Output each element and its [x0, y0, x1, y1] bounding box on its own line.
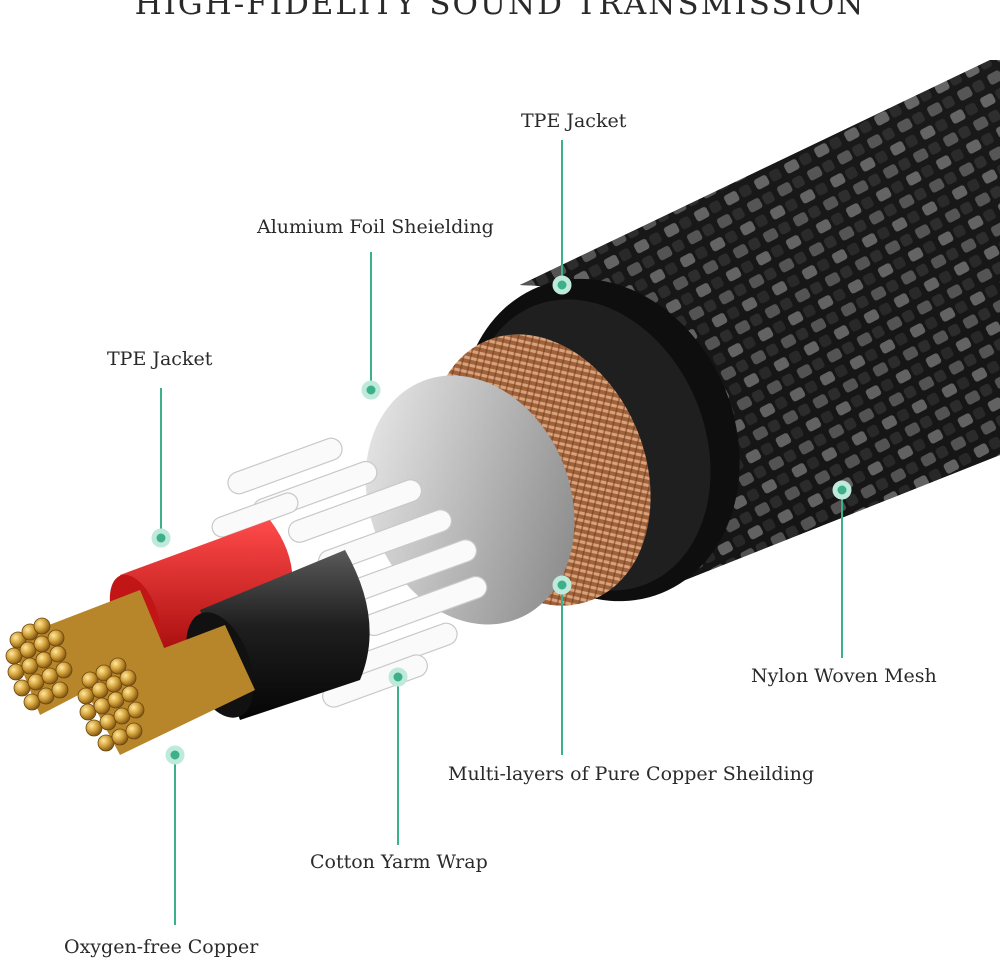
leader-markers: [151, 275, 852, 765]
marker-tpe-jacket-outer: [552, 275, 572, 295]
cotton-yarn-strands: [211, 437, 488, 708]
marker-tpe-jacket-inner: [151, 528, 171, 548]
copper-strand-bundle-left: [5, 590, 165, 715]
marker-copper-shielding: [552, 575, 572, 595]
label-foil-shielding: Alumium Foil Sheielding: [257, 216, 494, 238]
label-oxygen-free-copper: Oxygen-free Copper: [64, 936, 259, 958]
marker-nylon-mesh: [832, 480, 852, 500]
copper-strand-bundle-right: [77, 625, 255, 755]
marker-cotton-wrap: [388, 667, 408, 687]
marker-foil-shielding: [361, 380, 381, 400]
diagram-title: HIGH-FIDELITY SOUND TRANSMISSION: [134, 0, 866, 22]
label-nylon-mesh: Nylon Woven Mesh: [751, 665, 937, 687]
label-tpe-jacket-inner: TPE Jacket: [107, 348, 213, 370]
leader-lines: [160, 140, 843, 925]
marker-oxygen-free-copper: [165, 745, 185, 765]
label-tpe-jacket-outer: TPE Jacket: [521, 110, 627, 132]
label-cotton-wrap: Cotton Yarm Wrap: [310, 851, 488, 873]
label-copper-shielding: Multi-layers of Pure Copper Sheilding: [448, 763, 815, 785]
nylon-woven-mesh-body: [520, 60, 1000, 590]
